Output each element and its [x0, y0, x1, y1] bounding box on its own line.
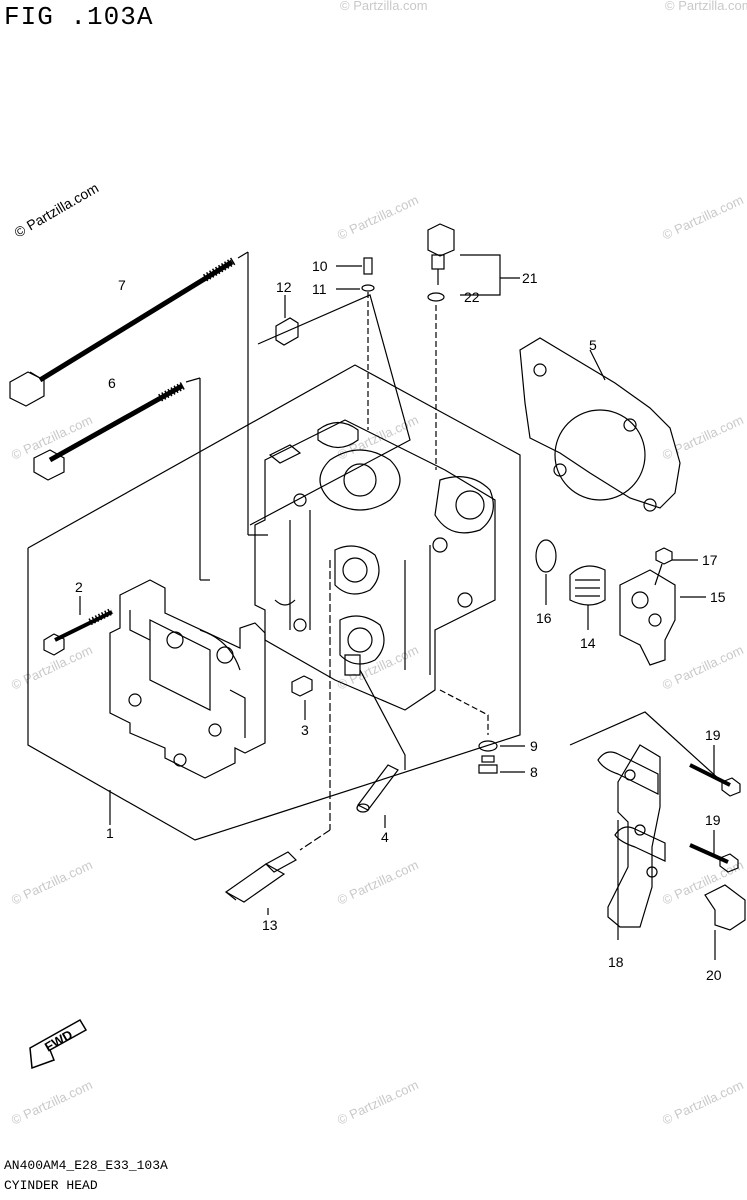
watermark: © Partzilla.com: [335, 192, 421, 243]
forward-arrow-icon: FWD: [29, 1018, 88, 1070]
bolt-8: [478, 755, 525, 774]
bolt-6: [33, 377, 210, 581]
callout-12: 12: [276, 279, 292, 295]
washer-9: [478, 740, 498, 752]
dowel-pin-12: [275, 295, 299, 346]
watermark: © Partzilla.com: [335, 857, 421, 908]
callout-1: 1: [106, 825, 114, 841]
callout-numbers: 1 2 3 4 5 6 7 8 9 10 11 12 13 14 15 16 1…: [75, 258, 726, 983]
callout-19-upper: 19: [705, 727, 721, 743]
watermark: © Partzilla.com: [9, 642, 95, 693]
diagram-code: AN400AM4_E28_E33_103A: [4, 1158, 168, 1173]
spark-plug: [224, 560, 331, 915]
outline-box-cylinder-head: [27, 364, 521, 841]
callout-21: 21: [522, 270, 538, 286]
callout-7: 7: [118, 277, 126, 293]
watermark-main: © Partzilla.com: [12, 180, 102, 241]
callout-4: 4: [381, 829, 389, 845]
callout-17: 17: [702, 552, 718, 568]
callout-8: 8: [530, 764, 538, 780]
callout-10: 10: [312, 258, 328, 274]
callout-15: 15: [710, 589, 726, 605]
outline-box-inner: [249, 294, 411, 526]
watermark: © Partzilla.com: [9, 1077, 95, 1128]
dowel-pin-4: [356, 669, 406, 828]
bolt-2: [43, 596, 114, 656]
callout-19-lower: 19: [705, 812, 721, 828]
cylinder-head: [254, 419, 496, 711]
watermark: © Partzilla.com: [9, 412, 95, 463]
callout-22: 22: [464, 289, 480, 305]
watermark: © Partzilla.com: [665, 0, 747, 13]
callout-11: 11: [312, 281, 327, 297]
callout-5: 5: [589, 337, 597, 353]
watermark: © Partzilla.com: [660, 1077, 746, 1128]
thermostat: [569, 565, 606, 630]
bracket-assembly: [569, 711, 746, 960]
watermark: © Partzilla.com: [9, 857, 95, 908]
callout-6: 6: [108, 375, 116, 391]
figure-title: FIG .103A: [4, 2, 154, 32]
bolt-7-long: [9, 251, 268, 536]
screw-10: [336, 257, 375, 430]
callout-9: 9: [530, 738, 538, 754]
callout-3: 3: [301, 722, 309, 738]
temperature-sensor: [427, 223, 520, 470]
callout-16: 16: [536, 610, 552, 626]
diagram-caption: CYINDER HEAD: [4, 1178, 98, 1193]
o-ring-16: [535, 539, 557, 573]
callout-20: 20: [706, 967, 722, 983]
callout-13: 13: [262, 917, 278, 933]
watermark: © Partzilla.com: [660, 642, 746, 693]
watermark: © Partzilla.com: [340, 0, 428, 13]
watermark: © Partzilla.com: [335, 412, 421, 463]
watermark: © Partzilla.com: [660, 192, 746, 243]
watermark: © Partzilla.com: [335, 1077, 421, 1128]
thermostat-cover: [619, 569, 706, 666]
callout-2: 2: [75, 579, 83, 595]
camshaft-holder: [109, 579, 266, 779]
cylinder-head-gasket: [519, 337, 681, 512]
watermark: © Partzilla.com: [660, 857, 746, 908]
dowel-pin-3: [291, 675, 313, 697]
callout-18: 18: [608, 954, 624, 970]
callout-14: 14: [580, 635, 596, 651]
bolt-17: [654, 547, 698, 586]
